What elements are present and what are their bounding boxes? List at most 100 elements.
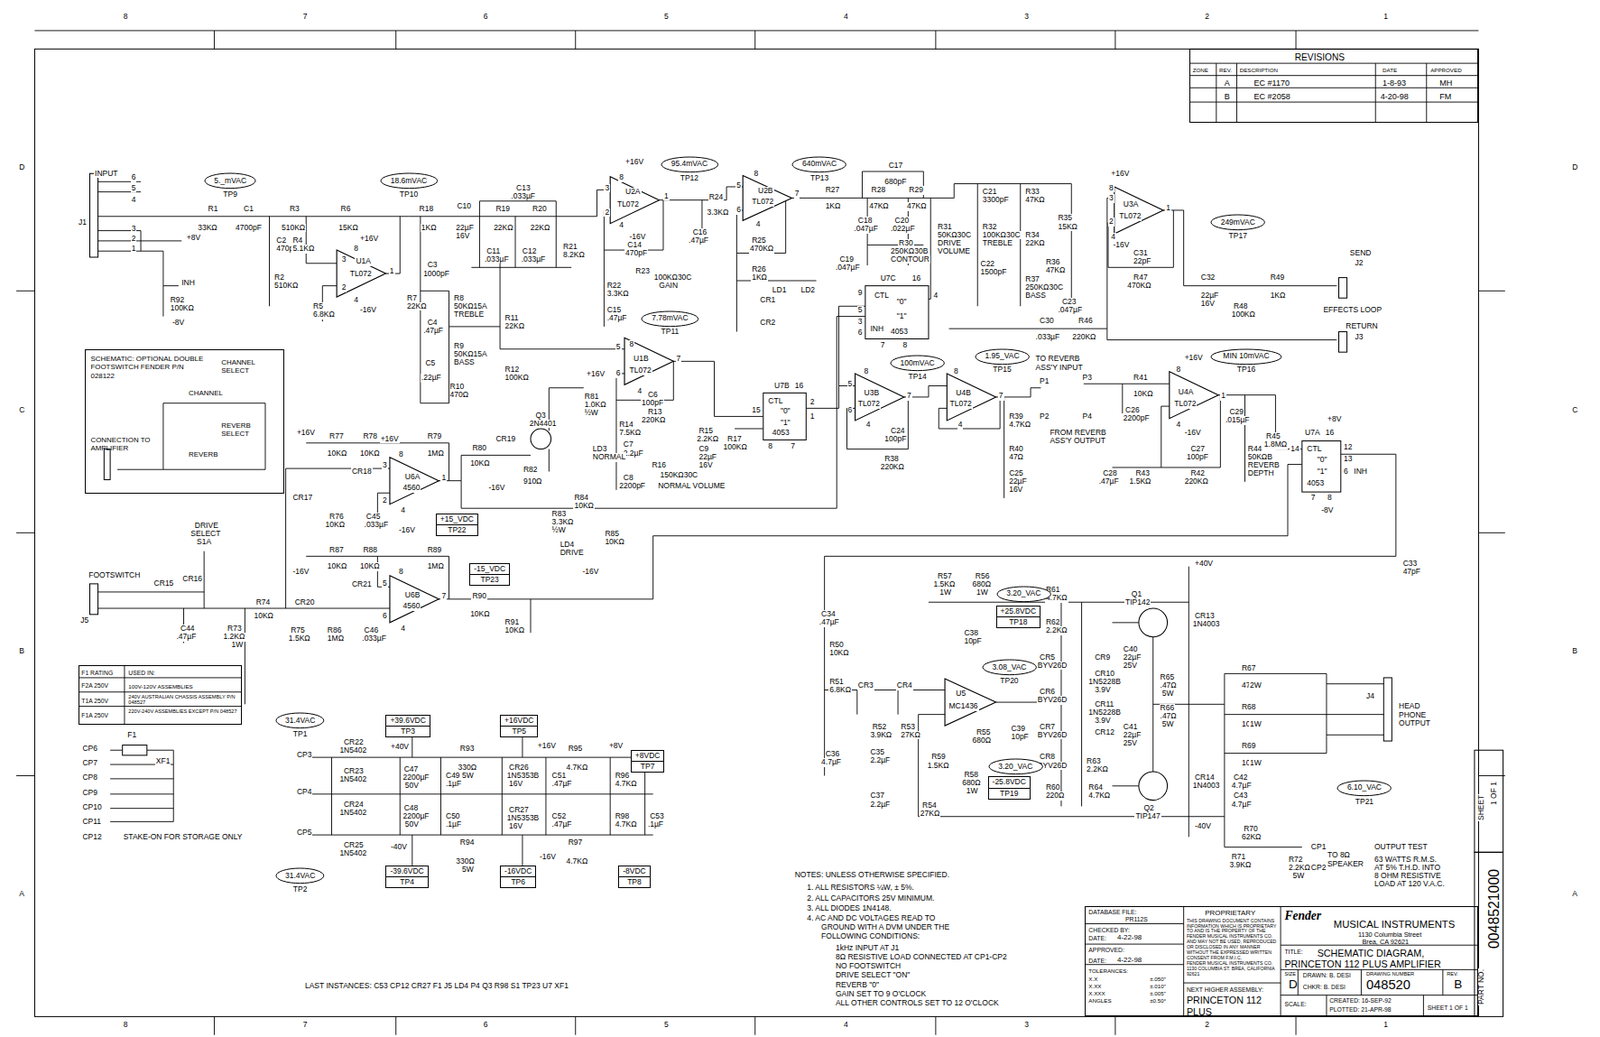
schematic-label: 4	[865, 420, 872, 430]
schematic-label: 15KΩ	[1056, 222, 1078, 232]
schematic-label: J5	[79, 616, 90, 626]
sheet-strip	[1474, 749, 1504, 852]
schematic-label: 470Ω	[449, 390, 471, 400]
schematic-label: A	[1571, 889, 1579, 899]
schematic-label: R88	[361, 545, 379, 555]
test-point-text: TP18	[997, 616, 1040, 628]
schematic-label: 1	[440, 473, 447, 483]
test-point-text: TP14	[908, 372, 927, 382]
table-text: MUSICAL INSTRUMENTS	[1333, 918, 1456, 931]
test-point-text: TP17	[1229, 231, 1248, 241]
schematic-label: 10KΩ	[1132, 389, 1154, 399]
schematic-label: "0"	[779, 406, 792, 417]
schematic-label: CR19	[494, 434, 517, 444]
schematic-label: +16V	[536, 741, 557, 751]
schematic-label: OUTPUT TEST	[1373, 842, 1429, 852]
schematic-label: 27KΩ	[899, 730, 921, 740]
table-text: DRAWN: B. DESI	[1303, 971, 1351, 980]
schematic-label: 8	[767, 442, 774, 452]
schematic-label: R94	[459, 838, 476, 848]
test-point-text: 7.78mVAC	[651, 314, 688, 324]
schematic-label: 25V	[1122, 739, 1138, 749]
wire	[98, 591, 205, 592]
test-point-oval: 31.4VACTP2	[275, 867, 325, 894]
schematic-label: 2	[1203, 12, 1211, 22]
table-text: DATABASE FILE:	[1088, 908, 1137, 916]
schematic-label: 3	[341, 255, 348, 265]
schematic-label: 16	[911, 274, 922, 284]
schematic-label: 1kHz INPUT AT J1	[834, 943, 900, 953]
schematic-label: 6	[482, 1020, 490, 1030]
schematic-label: 1	[388, 267, 396, 277]
test-point-text: TP6	[500, 876, 536, 888]
schematic-label: 1.5KΩ	[287, 634, 312, 644]
schematic-label: 4	[352, 295, 360, 306]
test-point-text: MIN 10mVAC	[1222, 351, 1269, 361]
schematic-label: 22KΩ	[406, 302, 427, 312]
test-point-text: +16VDC	[500, 715, 537, 726]
table-text: F1 RATING	[81, 669, 113, 677]
table-text: SCHEMATIC: OPTIONAL DOUBLE FOOTSWITCH FE…	[90, 354, 205, 380]
schematic-label: 1MΩ	[326, 634, 345, 644]
wire	[479, 201, 556, 217]
schematic-label: 10KΩ	[573, 501, 594, 511]
table-text: REVERB	[188, 450, 219, 459]
schematic-label: 6	[847, 406, 854, 416]
schematic-label: R97	[567, 838, 584, 848]
input-jack	[90, 173, 99, 258]
zone-tick	[213, 1016, 215, 1035]
test-point-box: +16VDCTP5	[499, 714, 538, 738]
schematic-label: -16V	[582, 567, 601, 577]
wire	[162, 286, 164, 317]
schematic-label: .22µF	[420, 373, 443, 383]
zone-tick	[1478, 775, 1505, 777]
schematic-label: .047µF	[1056, 305, 1083, 315]
schematic-label: 470KΩ	[1126, 281, 1152, 291]
schematic-label: 4700pF	[234, 223, 263, 233]
schematic-label: 5W	[1161, 720, 1175, 730]
schematic-label: 22KΩ	[492, 223, 514, 233]
schematic-label: 100KΩ	[1230, 310, 1257, 320]
schematic-label: 2N4401	[528, 419, 558, 429]
schematic-label: +40V	[1193, 559, 1214, 569]
test-point-box: -39.6VDCTP4	[385, 865, 428, 888]
schematic-label: CR3	[857, 681, 875, 691]
schematic-label: 10pF	[1009, 732, 1029, 742]
schematic-label: BASS	[453, 358, 476, 368]
schematic-label: R18	[418, 204, 435, 214]
wire	[1218, 395, 1303, 450]
schematic-label: 1.8MΩ	[1263, 440, 1288, 450]
wire	[736, 210, 743, 333]
schematic-label: R90	[471, 591, 488, 602]
switch-ic	[865, 286, 929, 340]
table-text: CHANNEL SELECT	[221, 358, 262, 375]
schematic-label: 910Ω	[522, 477, 544, 487]
test-point-oval: 6.10_VACTP21	[1336, 779, 1392, 806]
schematic-label: 1W	[975, 588, 990, 598]
schematic-label: 4	[957, 420, 964, 430]
schematic-label: FOLLOWING CONDITIONS:	[820, 932, 921, 942]
schematic-label: TREBLE	[981, 239, 1014, 249]
schematic-label: 4.7µF	[1230, 781, 1253, 791]
schematic-label: R28	[870, 185, 888, 195]
table-text: NEXT HIGHER ASSEMBLY:	[1186, 986, 1264, 994]
schematic-label: P4	[1082, 412, 1093, 422]
table-text: 1-8-93	[1382, 78, 1406, 88]
schematic-label: SHEET	[1477, 794, 1487, 822]
oval-shape	[1211, 349, 1282, 365]
schematic-label: J2	[1353, 258, 1364, 269]
schematic-label: 47KΩ	[1024, 195, 1046, 205]
schematic-label: 8.2KΩ	[562, 250, 586, 260]
schematic-label: R74	[255, 598, 272, 608]
schematic-label: CP6	[81, 744, 99, 754]
schematic-label: CR9	[1093, 653, 1111, 663]
schematic-label: R19	[494, 204, 511, 214]
schematic-label: 220KΩ	[640, 416, 666, 426]
schematic-label: 3	[1108, 194, 1115, 204]
schematic-label: 50V	[404, 781, 420, 791]
schematic-label: 4	[130, 195, 138, 205]
schematic-label: R6	[340, 204, 352, 214]
schematic-label: 5W	[1292, 871, 1306, 881]
schematic-label: 510KΩ	[273, 281, 299, 291]
wire	[897, 689, 899, 714]
